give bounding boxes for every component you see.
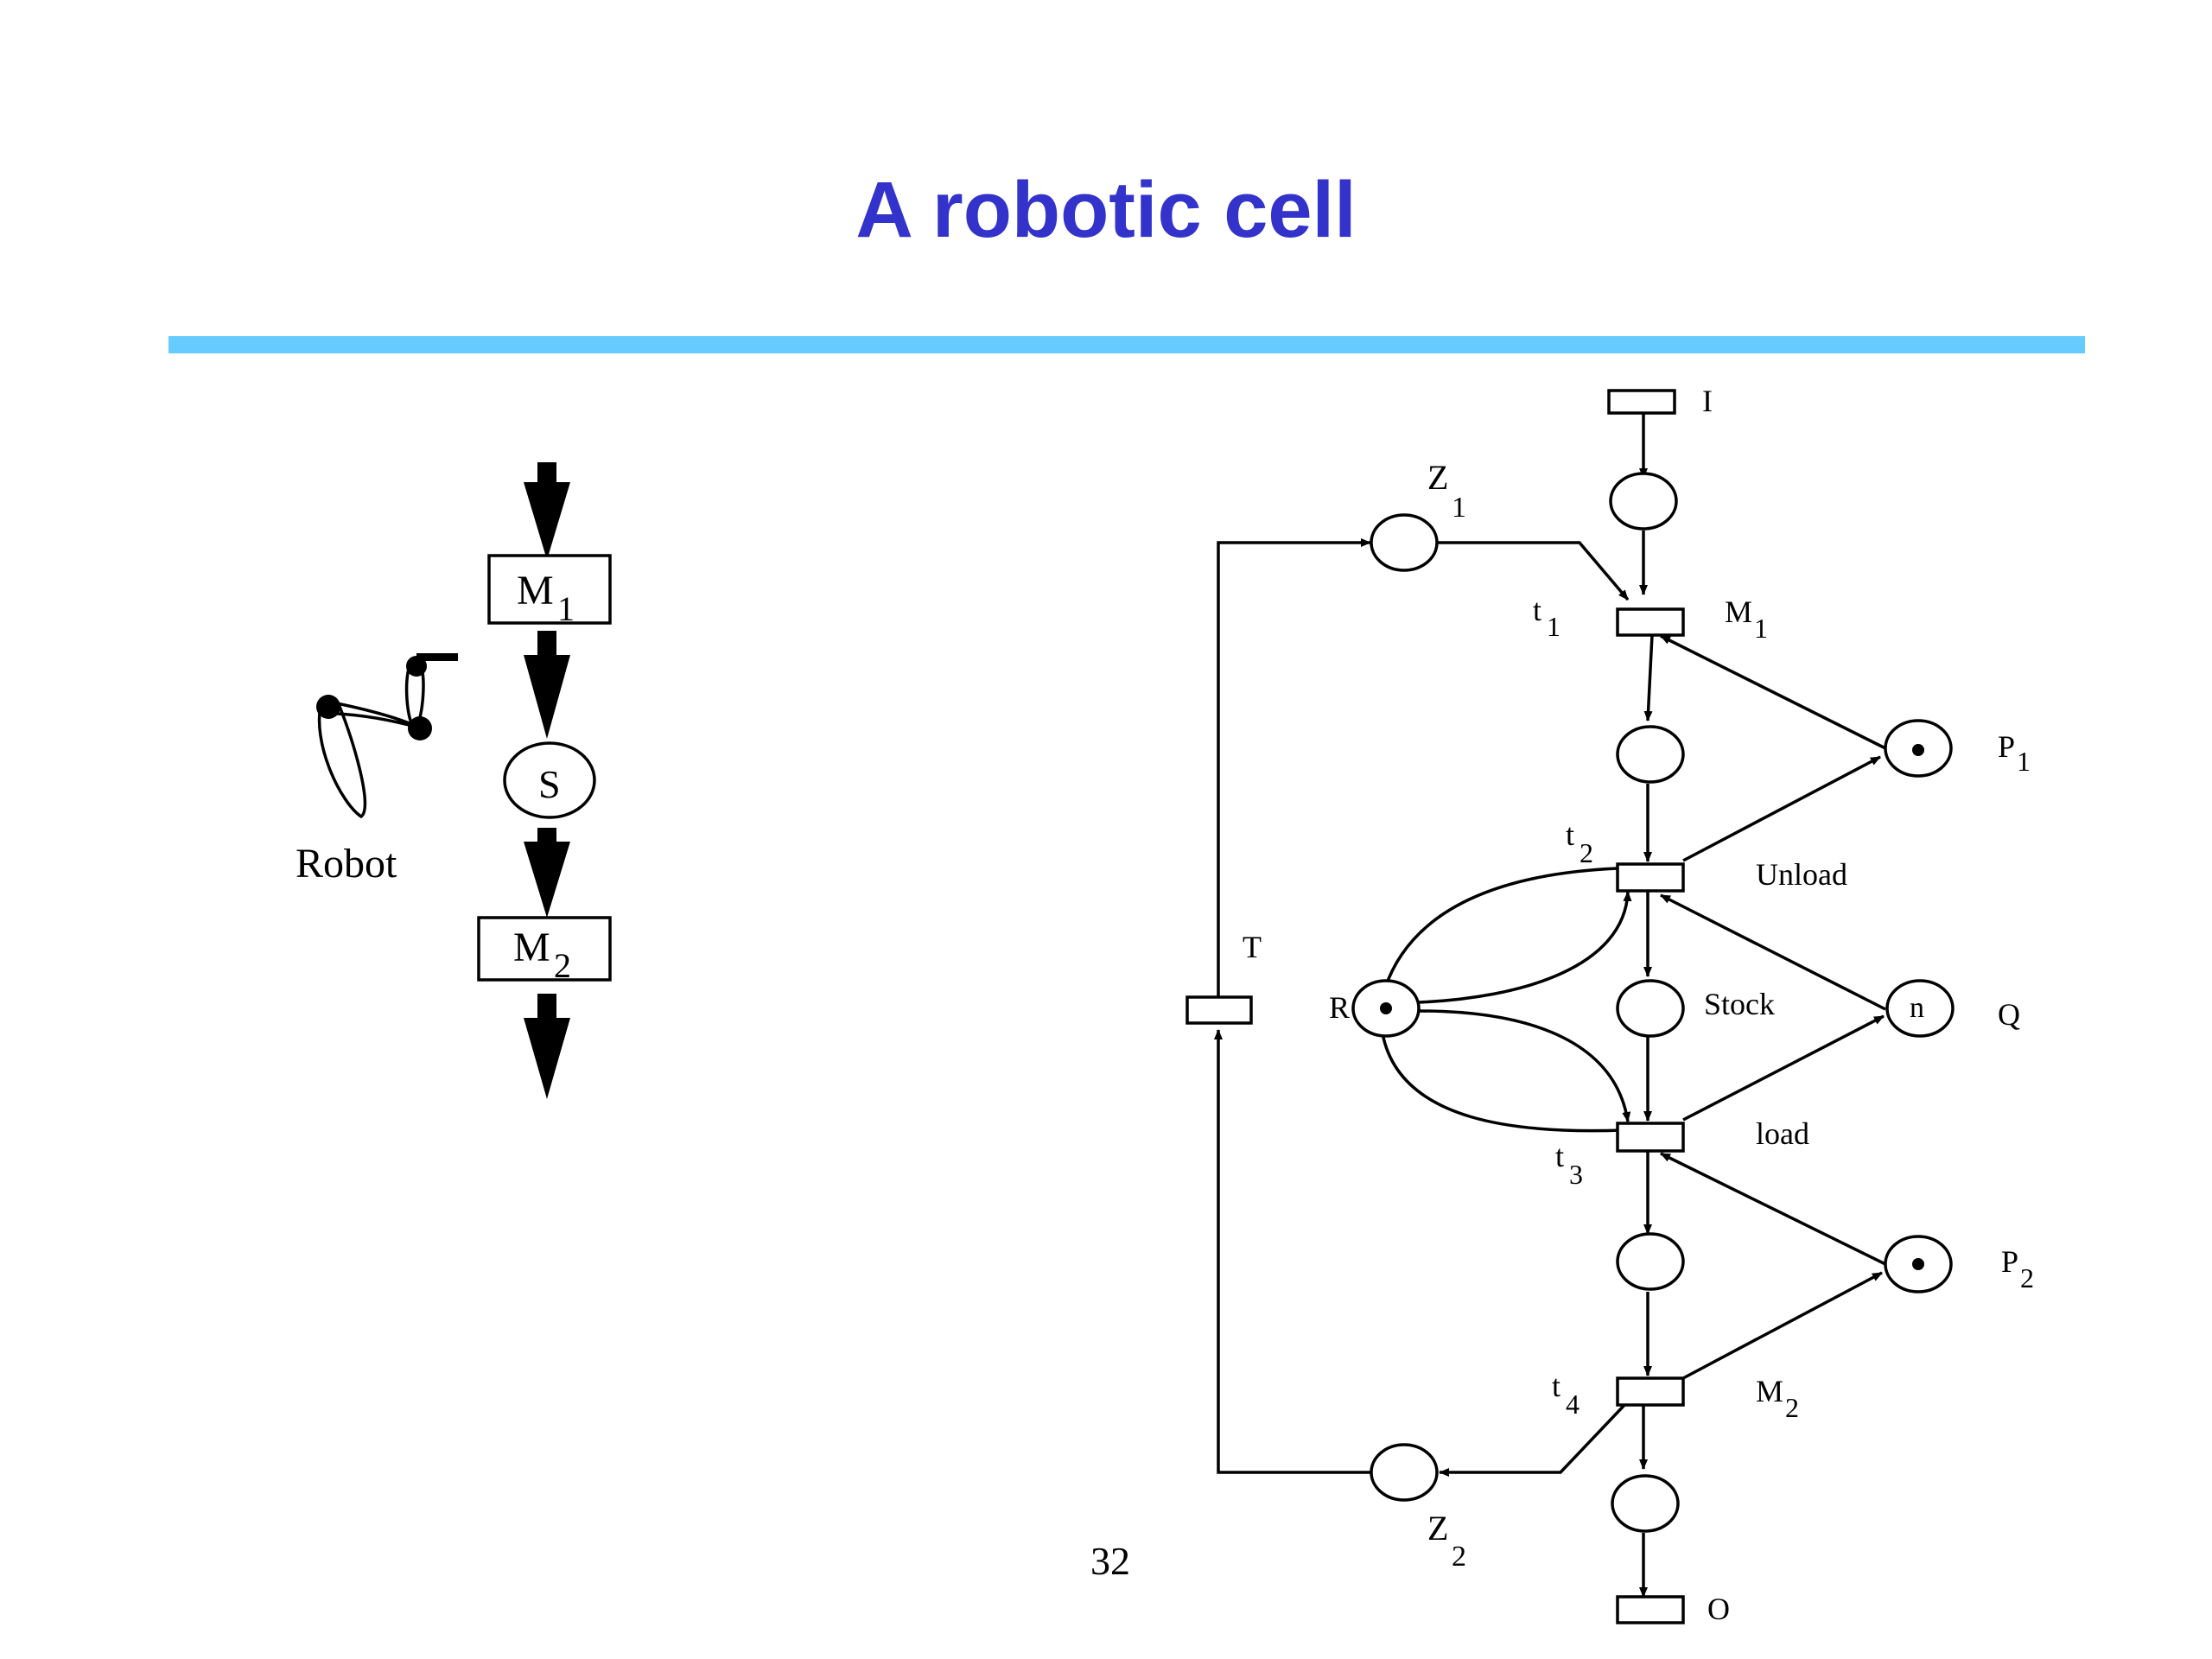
label-t3-sub: 3 bbox=[1569, 1159, 1583, 1190]
place-m2-ready bbox=[1616, 1232, 1685, 1291]
arc-p2-to-t3 bbox=[1660, 1152, 1886, 1266]
label-z1: Z bbox=[1427, 458, 1448, 497]
slide-title: A robotic cell bbox=[855, 166, 1357, 254]
arc-t4-to-z2 bbox=[1439, 1402, 1628, 1477]
transition-t3 bbox=[1616, 1122, 1685, 1153]
title-divider bbox=[168, 336, 2085, 353]
stock-buffer-label: S bbox=[538, 762, 561, 806]
token-p1 bbox=[1912, 744, 1924, 756]
arc-t2-to-r bbox=[1376, 867, 1618, 1012]
petri-net: n I O Z 1 Z 2 t 1 t 2 t 3 t 4 M 1 M 2 P … bbox=[1185, 384, 2034, 1626]
label-stock: Stock bbox=[1704, 987, 1775, 1021]
place-output-buffer bbox=[1611, 1474, 1680, 1533]
place-p2 bbox=[1884, 1235, 1953, 1294]
label-q: Q bbox=[1998, 997, 2020, 1032]
arc-r-to-t2 bbox=[1418, 891, 1632, 1004]
arc-p1-to-t1 bbox=[1660, 634, 1886, 750]
label-t1-sub: 1 bbox=[1547, 611, 1560, 642]
label-p1: P bbox=[1998, 729, 2015, 764]
arc-t4-to-p2 bbox=[1682, 1271, 1883, 1380]
place-q-tokens: n bbox=[1910, 992, 1924, 1024]
label-m2-sub: 2 bbox=[1785, 1392, 1799, 1423]
arc-t-to-z1 bbox=[1217, 538, 1371, 997]
arc-r-to-t3 bbox=[1418, 1009, 1631, 1122]
arc-z1-to-t1 bbox=[1438, 541, 1630, 601]
place-p1 bbox=[1884, 719, 1953, 778]
flow-arrow-out bbox=[524, 994, 570, 1099]
machine-m1-label: M bbox=[517, 568, 554, 613]
label-m2: M bbox=[1756, 1374, 1783, 1408]
flow-arrow-in bbox=[524, 462, 570, 560]
label-p2-sub: 2 bbox=[2020, 1262, 2034, 1294]
label-z1-sub: 1 bbox=[1452, 492, 1466, 524]
label-t3: t bbox=[1555, 1139, 1564, 1173]
transition-t4 bbox=[1616, 1376, 1685, 1407]
machine-m1-box: M 1 bbox=[487, 554, 612, 628]
machine-m2-subscript: 2 bbox=[554, 946, 571, 985]
label-z2-sub: 2 bbox=[1452, 1541, 1466, 1573]
machine-m1-subscript: 1 bbox=[557, 589, 575, 628]
machine-m2-label: M bbox=[513, 925, 550, 970]
robotic-cell-schematic: M 1 S M 2 bbox=[296, 462, 612, 1099]
place-m1-busy bbox=[1616, 725, 1685, 784]
transition-t bbox=[1185, 995, 1253, 1025]
machine-m2-box: M 2 bbox=[477, 916, 612, 985]
label-t2: t bbox=[1566, 817, 1574, 852]
label-o: O bbox=[1707, 1592, 1730, 1626]
label-i: I bbox=[1702, 384, 1713, 418]
place-z1 bbox=[1370, 513, 1439, 572]
stock-buffer: S bbox=[503, 741, 596, 819]
transition-output bbox=[1616, 1595, 1685, 1624]
place-q: n bbox=[1885, 979, 1955, 1038]
arc-z2-to-t bbox=[1214, 1029, 1370, 1474]
flow-arrow-m1-to-stock bbox=[524, 631, 570, 739]
token-r bbox=[1380, 1002, 1392, 1014]
transition-t2 bbox=[1616, 862, 1685, 893]
page-number: 32 bbox=[1090, 1539, 1130, 1583]
robot-label: Robot bbox=[296, 841, 397, 887]
place-input-buffer bbox=[1609, 472, 1678, 531]
label-unload: Unload bbox=[1756, 857, 1847, 892]
label-p2: P bbox=[2001, 1244, 2018, 1279]
transition-t1 bbox=[1616, 607, 1685, 637]
token-p2 bbox=[1912, 1258, 1924, 1270]
arc-q-to-t2 bbox=[1660, 893, 1886, 1011]
label-t2-sub: 2 bbox=[1580, 837, 1593, 868]
arc-t3-to-q bbox=[1682, 1014, 1885, 1122]
place-r bbox=[1351, 979, 1421, 1038]
arc-t3-to-r bbox=[1381, 1033, 1624, 1133]
label-load: load bbox=[1756, 1116, 1809, 1151]
robot-arm-icon bbox=[316, 653, 458, 819]
label-m1: M bbox=[1725, 594, 1752, 629]
transition-input bbox=[1607, 389, 1676, 415]
label-t1: t bbox=[1533, 593, 1541, 627]
place-stock bbox=[1616, 979, 1685, 1038]
petri-arcs bbox=[1214, 413, 1886, 1598]
label-t4-sub: 4 bbox=[1566, 1389, 1580, 1420]
label-t4: t bbox=[1552, 1369, 1560, 1403]
label-r: R bbox=[1329, 990, 1350, 1025]
place-z2 bbox=[1370, 1443, 1439, 1502]
arc-t1-to-place bbox=[1643, 634, 1654, 721]
flow-arrow-stock-to-m2 bbox=[524, 828, 570, 918]
label-t: T bbox=[1243, 930, 1262, 964]
label-p1-sub: 1 bbox=[2017, 746, 2031, 777]
arc-t2-to-p1 bbox=[1682, 755, 1881, 862]
label-z2: Z bbox=[1427, 1509, 1448, 1548]
label-m1-sub: 1 bbox=[1754, 613, 1768, 644]
